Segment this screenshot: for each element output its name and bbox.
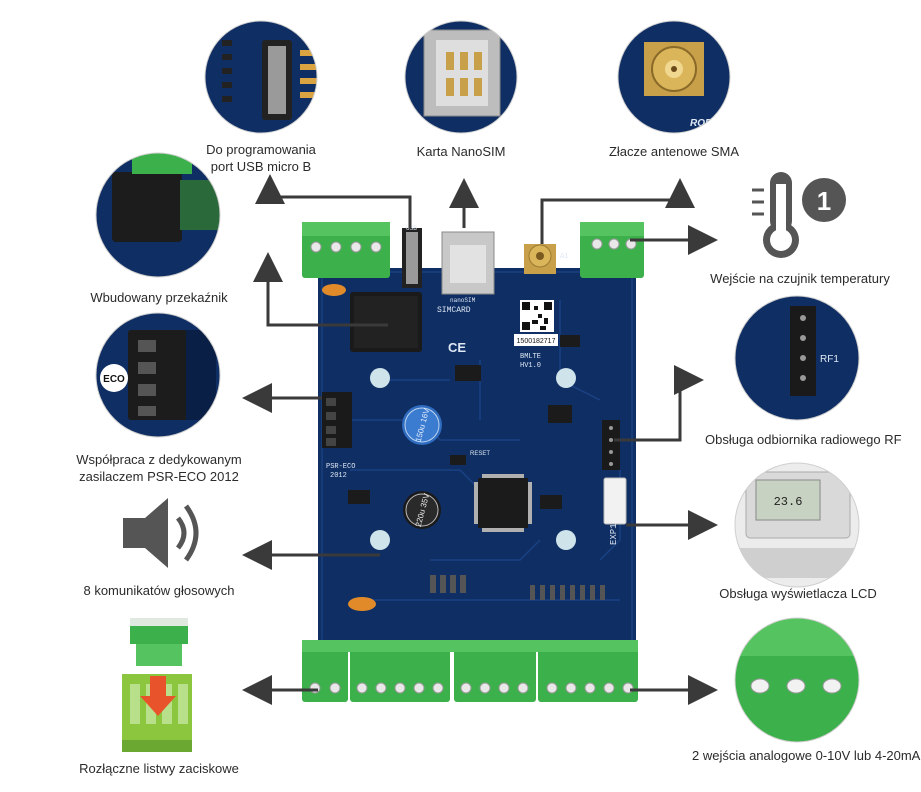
callout-arrows xyxy=(242,174,718,705)
lcd-label: Obsługa wyświetlacza LCD xyxy=(719,586,877,601)
model-ver-silk: HV1.0 xyxy=(520,362,541,370)
nanosim-detail-circle xyxy=(405,21,517,133)
ce-mark: CE xyxy=(448,340,466,355)
nanosim-silk: nanoSIM xyxy=(450,297,476,304)
detachable-terminal-illustration xyxy=(122,618,192,752)
pcb-board: 150u 16V 220u 35V PSR-ECO 2012 xyxy=(302,222,644,702)
lcd-value: 23.6 xyxy=(774,495,803,509)
nanosim-label: Karta NanoSIM xyxy=(416,144,506,159)
reset-silk: RESET xyxy=(470,451,490,457)
top-left-terminal-block xyxy=(302,222,390,278)
lcd-detail-circle: 23.6 xyxy=(735,463,859,587)
sma-detail-circle: ROPAM xyxy=(618,21,730,133)
psr-eco-label: Współpraca z dedykowanym zasilaczem PSR-… xyxy=(70,451,248,485)
rf-detail-circle: RF1 xyxy=(735,296,859,420)
usb-label-line2: port USB micro B xyxy=(210,159,312,174)
psr-eco-silk: PSR-ECO xyxy=(326,463,355,471)
eco-badge: ECO xyxy=(103,374,125,385)
psr-eco-label-line1: Współpraca z dedykowanym xyxy=(76,452,242,467)
model-silk: BMLTE xyxy=(520,353,541,361)
analog-label: 2 wejścia analogowe 0-10V lub 4-20mA xyxy=(692,748,921,763)
psr-year-silk: 2012 xyxy=(330,472,347,480)
voice-label: 8 komunikatów głosowych xyxy=(83,583,235,598)
usb-detail-circle xyxy=(205,21,317,133)
thermometer-icon: 1 xyxy=(752,172,846,258)
speaker-icon xyxy=(123,498,199,568)
a1-silk: A1 xyxy=(560,253,569,260)
sma-label: Złacze antenowe SMA xyxy=(608,144,740,159)
usb-label: Do programowania port USB micro B xyxy=(205,141,317,175)
rf-label: Obsługa odbiornika radiowego RF xyxy=(705,432,902,447)
top-right-terminal-block xyxy=(580,222,644,278)
relay-detail-circle xyxy=(96,153,220,277)
usb-silk: USB xyxy=(406,225,417,232)
simcard-silk: SIMCARD xyxy=(437,306,471,315)
thermometer-digit: 1 xyxy=(817,186,831,216)
exp1-silk: EXP1 xyxy=(609,523,619,545)
relay-label: Wbudowany przekaźnik xyxy=(90,290,228,305)
temperature-label: Wejście na czujnik temperatury xyxy=(710,271,890,286)
analog-detail-circle xyxy=(735,618,859,742)
serial-label: 1500182717 xyxy=(517,338,556,345)
brand-silk: ROPAM xyxy=(690,118,727,129)
rf1-silk: RF1 xyxy=(820,354,839,365)
psr-eco-label-line2: zasilaczem PSR-ECO 2012 xyxy=(79,469,239,484)
psr-eco-detail-circle: ECO xyxy=(96,313,220,437)
usb-label-line1: Do programowania xyxy=(206,142,316,157)
terminals-label: Rozłączne listwy zaciskowe xyxy=(79,761,239,776)
bottom-terminal-blocks xyxy=(302,640,638,702)
